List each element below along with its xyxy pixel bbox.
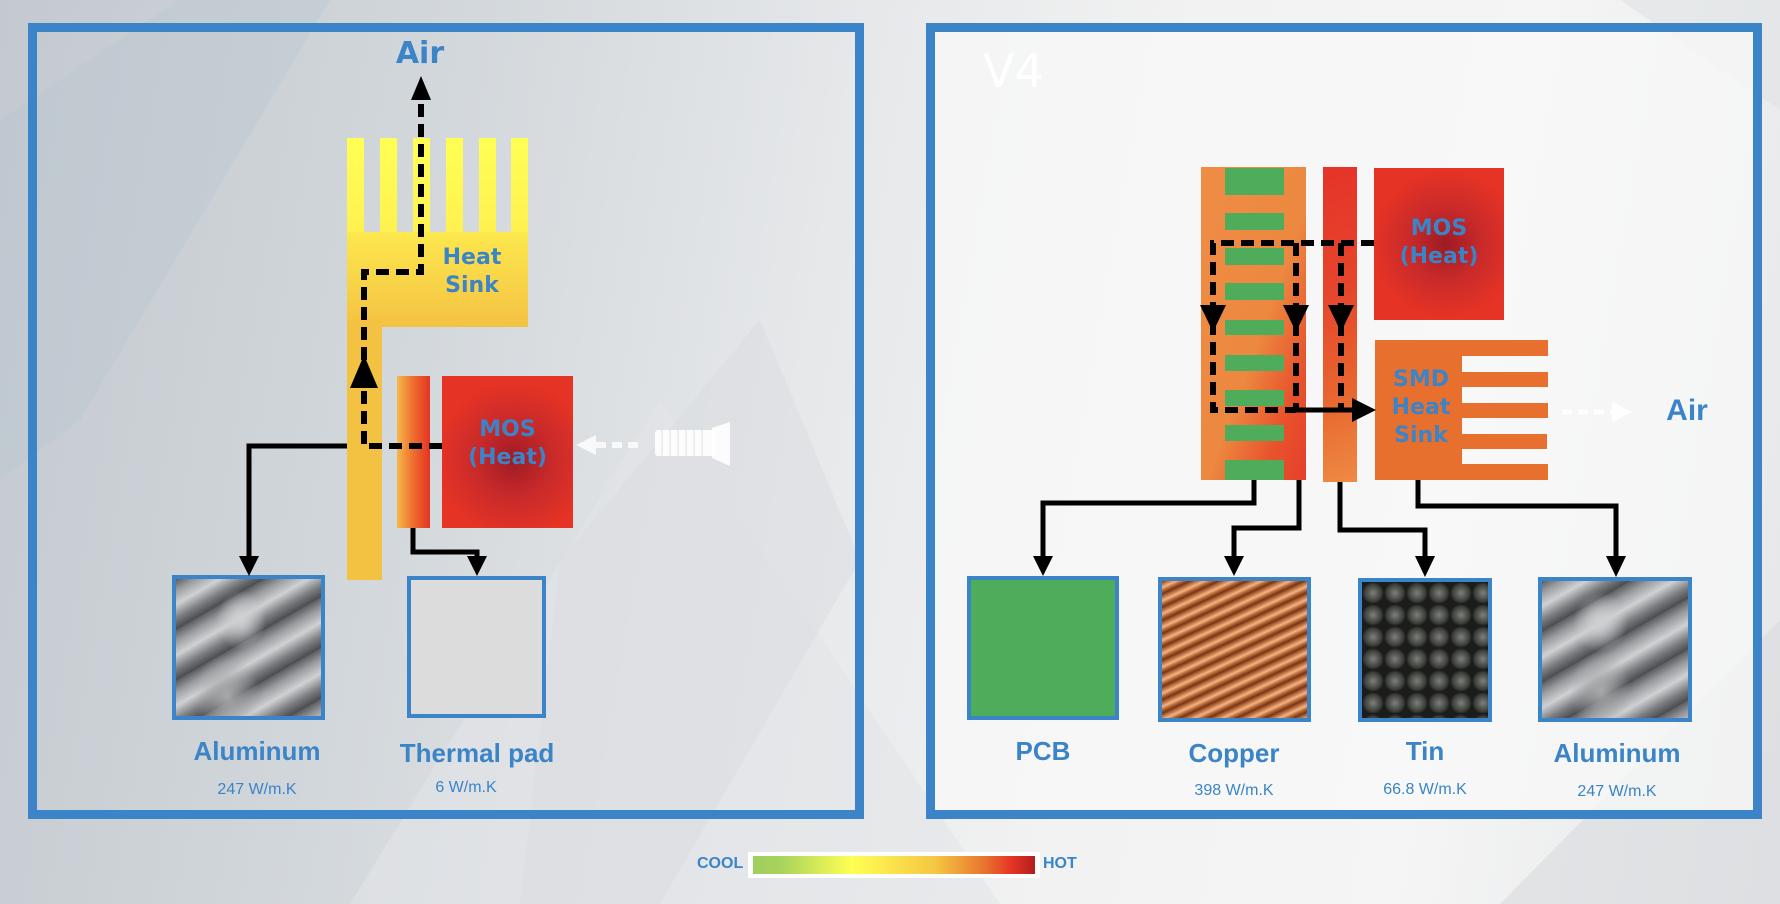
material-thermal-pad-swatch: [407, 576, 546, 718]
material-name: Copper: [1188, 738, 1280, 768]
copper-strip: [1323, 167, 1357, 482]
material-conductivity: 66.8 W/m.K: [1383, 781, 1467, 798]
material-name: Thermal pad: [399, 738, 555, 768]
material-copper-swatch: [1158, 577, 1311, 722]
mos-chip-right: [1374, 168, 1504, 320]
material-conductivity: 247 W/m.K: [1577, 783, 1657, 800]
airflow-arrow-icon: [1562, 402, 1632, 422]
left-diagram-panel: [28, 23, 864, 819]
mos-label-left: MOS (Heat): [468, 417, 547, 470]
mos-label-right: MOS (Heat): [1399, 216, 1479, 269]
airflow-arrow-icon: [576, 435, 640, 455]
material-name: Aluminum: [193, 736, 321, 766]
material-name: PCB: [1015, 736, 1071, 766]
material-aluminum-left-swatch: [172, 575, 325, 720]
air-label-right: Air: [1666, 394, 1708, 427]
material-name: Tin: [1405, 736, 1445, 766]
legend-cool-label: COOL: [697, 855, 744, 872]
version-label: V4: [983, 44, 1044, 98]
heat-sink-label: Heat Sink: [442, 245, 502, 298]
material-conductivity: 6 W/m.K: [435, 779, 497, 796]
air-label-left: Air: [395, 36, 445, 71]
material-pcb-swatch: [967, 576, 1119, 720]
mos-chip-left: [442, 376, 573, 528]
material-tin-swatch: [1358, 578, 1492, 722]
heat-pipe-bar: [347, 320, 382, 580]
thermal-pad-strip: [397, 376, 430, 528]
smd-heat-sink-body: [1375, 340, 1462, 480]
material-conductivity: 398 W/m.K: [1194, 782, 1274, 799]
legend-hot-label: HOT: [1043, 855, 1077, 872]
legend-gradient-bar: [748, 852, 1040, 878]
material-aluminum-right-swatch: [1538, 577, 1692, 722]
smd-heat-sink-label: SMD Heat Sink: [1391, 367, 1451, 448]
material-conductivity: 247 W/m.K: [217, 781, 297, 798]
screw-icon: [655, 422, 730, 466]
material-name: Aluminum: [1553, 738, 1681, 768]
